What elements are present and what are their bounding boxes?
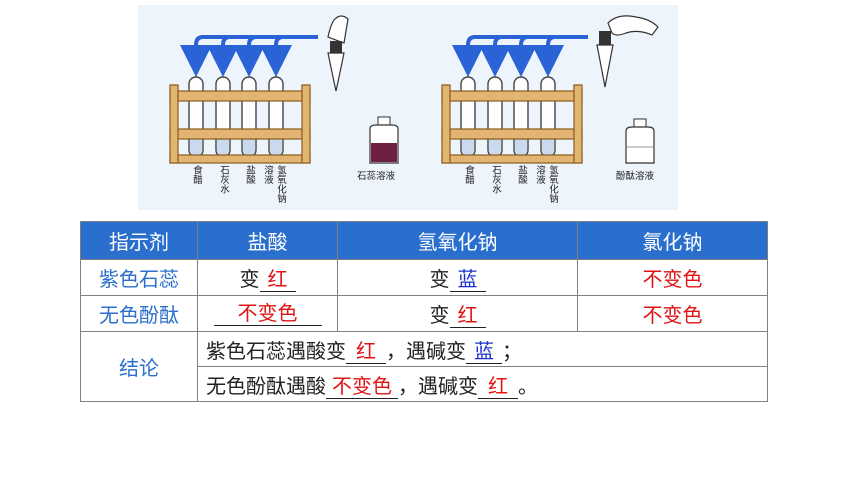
cell-prefix: 变 <box>429 303 450 327</box>
litmus-bottle <box>369 116 399 164</box>
right-tube-label-2: 石灰水 <box>490 165 501 194</box>
header-hcl: 盐酸 <box>197 221 338 260</box>
answer-blank: 不变色 <box>326 374 398 399</box>
left-tube-label-1: 食醋 <box>191 165 202 184</box>
phenolphthalein-bottle-label: 酚酞溶液 <box>616 171 655 182</box>
experiment-illustration: 食醋 石灰水 盐酸 溶液 氢氧化钠 石蕊溶液 食醋 石灰水 盐酸 溶液 氢氧化钠… <box>138 5 678 210</box>
phenolphthalein-bottle <box>625 118 655 164</box>
left-tube-label-3: 盐酸 <box>244 165 255 184</box>
indicator-table: 指示剂 盐酸 氢氧化钠 氯化钠 紫色石蕊 变红 变蓝 不变色 无色酚酞 不变色 … <box>80 221 768 402</box>
header-nacl: 氯化钠 <box>577 221 768 260</box>
litmus-bottle-label: 石蕊溶液 <box>357 171 396 182</box>
conclusion-text: 无色酚酞遇酸 <box>206 373 326 398</box>
answer-blank: 红 <box>478 374 518 399</box>
cell-litmus-nacl: 不变色 <box>577 259 768 296</box>
table-row-conclusion-1: 结论 紫色石蕊遇酸变红，遇碱变蓝； <box>80 331 768 402</box>
cell-prefix: 变 <box>429 267 450 291</box>
conclusion-text: ； <box>502 338 522 363</box>
row-label-phenolphthalein: 无色酚酞 <box>80 295 198 332</box>
header-indicator: 指示剂 <box>80 221 198 260</box>
answer-blank: 红 <box>346 339 386 364</box>
left-dropper <box>327 15 349 92</box>
conclusion-line-1: 紫色石蕊遇酸变红，遇碱变蓝； <box>197 331 768 367</box>
test-tube-diagram <box>169 15 659 164</box>
answer-text: 不变色 <box>642 267 703 291</box>
conclusion-text: ，遇碱变 <box>398 373 478 398</box>
right-rack <box>441 15 659 164</box>
right-tube-label-4: 溶液 <box>534 165 545 184</box>
left-tube-label-2: 石灰水 <box>218 165 229 194</box>
answer-blank: 蓝 <box>449 267 486 292</box>
right-tube-label-1: 食醋 <box>463 165 474 184</box>
answer-blank: 不变色 <box>213 301 322 326</box>
right-tube-label-3: 盐酸 <box>516 165 527 184</box>
conclusion-text: 紫色石蕊遇酸变 <box>206 338 346 363</box>
conclusion-line-2: 无色酚酞遇酸不变色，遇碱变红。 <box>197 366 768 402</box>
answer-blank: 红 <box>259 267 296 292</box>
answer-blank: 红 <box>449 303 486 328</box>
conclusion-text: ，遇碱变 <box>386 338 466 363</box>
row-label-conclusion: 结论 <box>80 331 198 402</box>
cell-phenol-nacl: 不变色 <box>577 295 768 332</box>
right-tube-label-5: 氢氧化钠 <box>547 165 558 203</box>
table-row-conclusion-2: 无色酚酞遇酸不变色，遇碱变红。 <box>81 366 768 402</box>
table-row: 紫色石蕊 变红 变蓝 不变色 <box>80 259 768 296</box>
left-tube-label-5: 氢氧化钠 <box>275 165 286 203</box>
cell-litmus-naoh: 变蓝 <box>337 259 578 296</box>
left-rack <box>169 15 399 164</box>
answer-text: 不变色 <box>642 303 703 327</box>
right-hand-dropper <box>596 15 659 88</box>
cell-litmus-hcl: 变红 <box>197 259 338 296</box>
table-row: 无色酚酞 不变色 变红 不变色 <box>80 295 768 332</box>
row-label-litmus: 紫色石蕊 <box>80 259 198 296</box>
cell-phenol-hcl: 不变色 <box>197 295 338 332</box>
conclusion-text: 。 <box>518 373 538 398</box>
cell-prefix: 变 <box>239 267 260 291</box>
answer-blank: 蓝 <box>466 339 502 364</box>
table-header-row: 指示剂 盐酸 氢氧化钠 氯化钠 <box>80 221 768 260</box>
left-tube-label-4: 溶液 <box>262 165 273 184</box>
header-naoh: 氢氧化钠 <box>337 221 578 260</box>
cell-phenol-naoh: 变红 <box>337 295 578 332</box>
